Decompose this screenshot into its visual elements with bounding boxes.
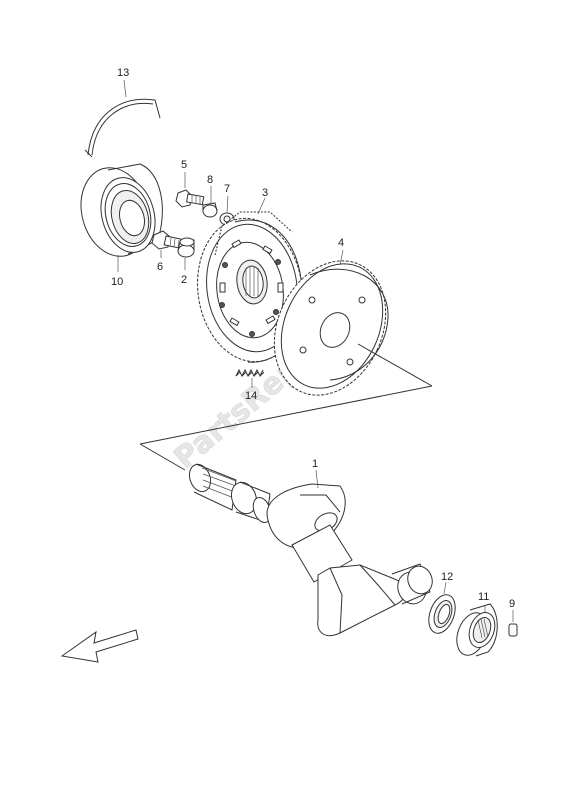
label-11: 11 bbox=[478, 591, 489, 603]
bolt-part-5[interactable] bbox=[175, 189, 205, 208]
needle-bearing-part-11[interactable] bbox=[451, 603, 499, 659]
leader-13 bbox=[123, 79, 127, 98]
bearing-part-10[interactable] bbox=[71, 160, 163, 264]
collar-part-8[interactable] bbox=[202, 202, 218, 218]
label-5: 5 bbox=[181, 159, 187, 171]
label-7: 7 bbox=[224, 183, 230, 195]
label-2: 2 bbox=[181, 274, 187, 286]
label-14: 14 bbox=[245, 390, 257, 402]
crankshaft-part-1[interactable] bbox=[186, 461, 436, 637]
front-arrow-icon bbox=[60, 629, 139, 663]
label-13: 13 bbox=[117, 67, 129, 79]
leader-7 bbox=[226, 195, 229, 213]
label-6: 6 bbox=[157, 261, 163, 273]
label-9: 9 bbox=[509, 598, 515, 610]
label-4: 4 bbox=[338, 237, 344, 249]
label-3: 3 bbox=[262, 187, 268, 199]
leader-1 bbox=[315, 469, 319, 489]
label-12: 12 bbox=[441, 571, 453, 583]
leader-12 bbox=[443, 581, 447, 595]
label-10: 10 bbox=[111, 276, 123, 288]
bolt-part-6[interactable] bbox=[151, 230, 187, 250]
leader-3 bbox=[257, 197, 266, 215]
bush-part-2[interactable] bbox=[177, 237, 195, 258]
oil-seal-part-12[interactable] bbox=[424, 591, 460, 637]
driven-gear-part-4[interactable] bbox=[253, 243, 406, 414]
leader-4 bbox=[339, 249, 344, 266]
assembly-guide-lines bbox=[139, 343, 433, 471]
spring-part-14[interactable] bbox=[235, 368, 265, 378]
label-8: 8 bbox=[207, 174, 213, 186]
circlip-part-13[interactable] bbox=[84, 98, 161, 158]
label-1: 1 bbox=[312, 458, 318, 470]
pin-part-9[interactable] bbox=[508, 623, 518, 637]
